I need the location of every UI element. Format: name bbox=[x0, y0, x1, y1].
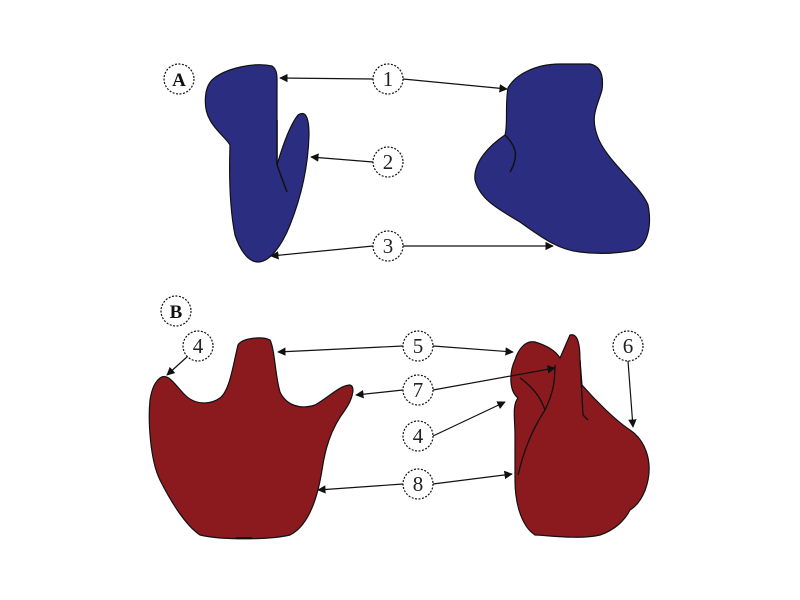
callout-7: 7 bbox=[402, 374, 434, 406]
svg-text:2: 2 bbox=[383, 150, 394, 174]
panel-a: A bbox=[163, 63, 651, 263]
a-left-shape bbox=[204, 64, 310, 263]
callout-5: 5 bbox=[402, 330, 434, 362]
svg-text:3: 3 bbox=[383, 234, 394, 258]
a-right-shape bbox=[474, 63, 651, 254]
svg-text:8: 8 bbox=[413, 472, 424, 496]
svg-text:1: 1 bbox=[383, 67, 394, 91]
callout-1: 1 bbox=[372, 63, 404, 95]
callout-3: 3 bbox=[372, 230, 404, 262]
callout-8: 8 bbox=[402, 468, 434, 500]
svg-text:A: A bbox=[172, 70, 186, 91]
callout-6: 6 bbox=[612, 330, 644, 362]
svg-text:7: 7 bbox=[413, 378, 424, 402]
b-right-shape bbox=[510, 334, 650, 538]
panel-b: B bbox=[148, 295, 650, 540]
svg-text:6: 6 bbox=[623, 334, 634, 358]
callout-2: 2 bbox=[372, 146, 404, 178]
callout-4-center: 4 bbox=[402, 420, 434, 452]
svg-text:B: B bbox=[170, 302, 183, 323]
svg-text:5: 5 bbox=[413, 334, 424, 358]
panel-a-label: A bbox=[163, 63, 195, 95]
b-left-shape bbox=[148, 337, 354, 540]
svg-text:4: 4 bbox=[413, 424, 424, 448]
panel-b-label: B bbox=[160, 295, 192, 327]
svg-text:4: 4 bbox=[193, 334, 204, 358]
callout-4-left: 4 bbox=[182, 330, 214, 362]
